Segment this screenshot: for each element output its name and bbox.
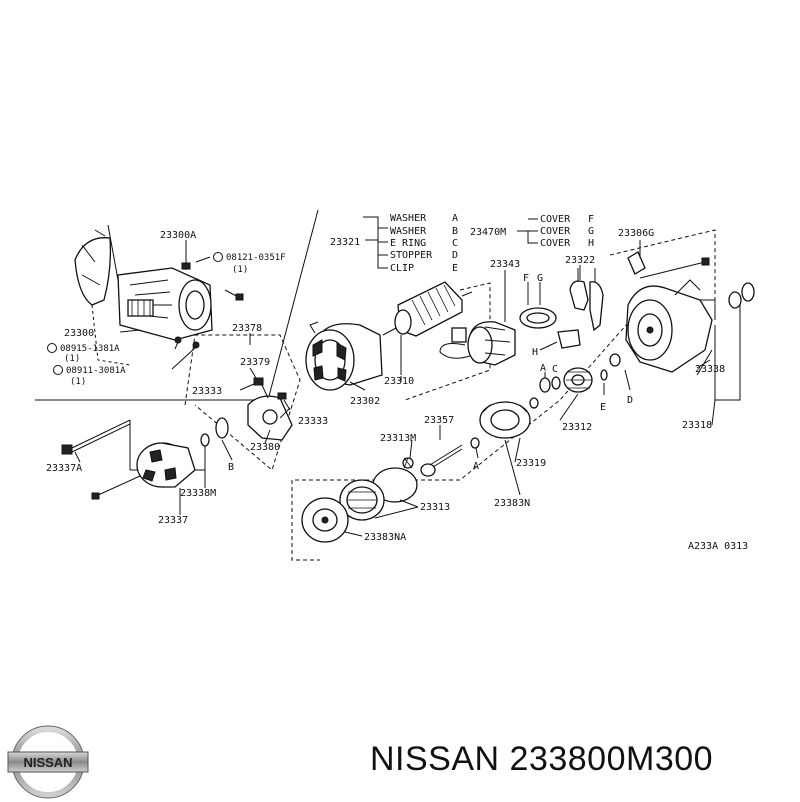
yoke-23302: [305, 321, 383, 391]
label-23379: 23379: [240, 357, 270, 368]
label-23300: 23300: [64, 328, 94, 339]
label-g-cover: G: [537, 273, 543, 284]
label-23322: 23322: [565, 255, 595, 266]
label-23333-b: 23333: [298, 416, 328, 427]
assembly-frame-right: [609, 229, 716, 320]
part-title: NISSAN 233800M300: [370, 740, 713, 779]
label-23337: 23337: [158, 515, 188, 526]
nut-08915: [174, 336, 200, 349]
label-23380: 23380: [250, 442, 280, 453]
label-23383NA: 23383NA: [364, 532, 406, 543]
label-23312: 23312: [562, 422, 592, 433]
legend-right-group-label: 23470M: [470, 227, 506, 238]
pinion-23312: [563, 367, 593, 393]
internal-gear-23313: [339, 467, 418, 521]
label-23383N: 23383N: [494, 498, 530, 509]
part-number: 233800M300: [509, 740, 714, 778]
label-23300A: 23300A: [160, 230, 196, 241]
label-23313M: 23313M: [380, 433, 416, 444]
legend-left-item-clip: CLIP: [390, 263, 414, 274]
legend-right-code-f: F: [588, 214, 594, 225]
label-08121: 08121-0351F: [226, 253, 286, 263]
pinion-gear-23319: [470, 397, 539, 449]
bolt-08121: [181, 250, 244, 301]
assembly-frame-lower: [291, 314, 636, 561]
label-b-washer: B: [228, 462, 234, 473]
legend-left-item-washer-a: WASHER: [390, 213, 427, 224]
legend-left-code-e: E: [452, 263, 458, 274]
bolt-symbol-icon: [213, 252, 223, 262]
legend-right-item-cover-g: COVER: [540, 226, 571, 237]
through-bolt-23337A: [61, 419, 131, 455]
engine-mount-bracket: [74, 224, 131, 366]
planet-carrier-23383NA: [301, 497, 349, 543]
label-h-cover: H: [532, 347, 538, 358]
label-23378: 23378: [232, 323, 262, 334]
label-23319: 23319: [516, 458, 546, 469]
brush-holder-23380: [247, 377, 293, 441]
label-23337A: 23337A: [46, 463, 82, 474]
label-a-washer-2: A: [473, 461, 479, 472]
label-23318: 23318: [682, 420, 712, 431]
legend-left-item-washer-b: WASHER: [390, 226, 427, 237]
label-23333-a: 23333: [192, 386, 222, 397]
logo-text: NISSAN: [23, 755, 72, 770]
label-23343: 23343: [490, 259, 520, 270]
washer-symbol-icon: [47, 343, 57, 353]
legend-left-code-b: B: [452, 226, 458, 237]
label-08121-qty: (1): [232, 265, 248, 275]
label-f-cover: F: [523, 273, 529, 284]
nissan-logo: NISSAN: [7, 725, 89, 799]
legend-left-item-e-ring: E RING: [390, 238, 426, 249]
starter-motor-assembly: [117, 267, 213, 341]
label-23357: 23357: [424, 415, 454, 426]
rear-cover-23337: [91, 442, 196, 500]
legend-left-item-stopper: STOPPER: [390, 250, 433, 261]
nut-symbol-icon: [53, 365, 63, 375]
label-08915-qty: (1): [64, 354, 80, 364]
label-23313: 23313: [420, 502, 450, 513]
brand-name: NISSAN: [370, 740, 500, 778]
diagram-code: A233A 0313: [688, 541, 748, 552]
cap-23338: [728, 282, 755, 309]
washers-c-e-d: [539, 353, 631, 395]
bolt-23306G: [627, 251, 710, 279]
solenoid-23343: [439, 321, 516, 366]
washer-b-23338M: [200, 417, 229, 447]
legend-right-code-g: G: [588, 226, 594, 237]
label-23310: 23310: [384, 376, 414, 387]
cover-f-g: [519, 282, 557, 329]
label-23338: 23338: [695, 364, 725, 375]
leader-lines: [74, 216, 741, 537]
assembly-frame-armature: [404, 282, 491, 401]
legend-left-code-c: C: [452, 238, 458, 249]
label-08915: 08915-1381A: [60, 344, 120, 354]
legend-right-item-cover-f: COVER: [540, 214, 571, 225]
label-23306G: 23306G: [618, 228, 654, 239]
legend-left-code-d: D: [452, 250, 458, 261]
label-08911: 08911-3081A: [66, 366, 126, 376]
gear-housing-23338: [625, 279, 716, 373]
label-23302: 23302: [350, 396, 380, 407]
armature-23310: [382, 281, 473, 375]
legend-right-item-cover-h: COVER: [540, 238, 571, 249]
legend-right-code-h: H: [588, 238, 594, 249]
label-c-ering: C: [552, 364, 558, 375]
assembly-frame-brush: [184, 334, 301, 471]
label-23338M: 23338M: [180, 488, 216, 499]
label-e-clip: E: [600, 402, 606, 413]
label-08911-qty: (1): [70, 377, 86, 387]
shaft-23357: [402, 444, 463, 477]
label-a-washer-1: A: [540, 363, 546, 374]
legend-left-code-a: A: [452, 213, 458, 224]
legend-left-group-label: 23321: [330, 237, 360, 248]
label-d-stopper: D: [627, 395, 633, 406]
shift-lever-23322: [539, 268, 604, 351]
